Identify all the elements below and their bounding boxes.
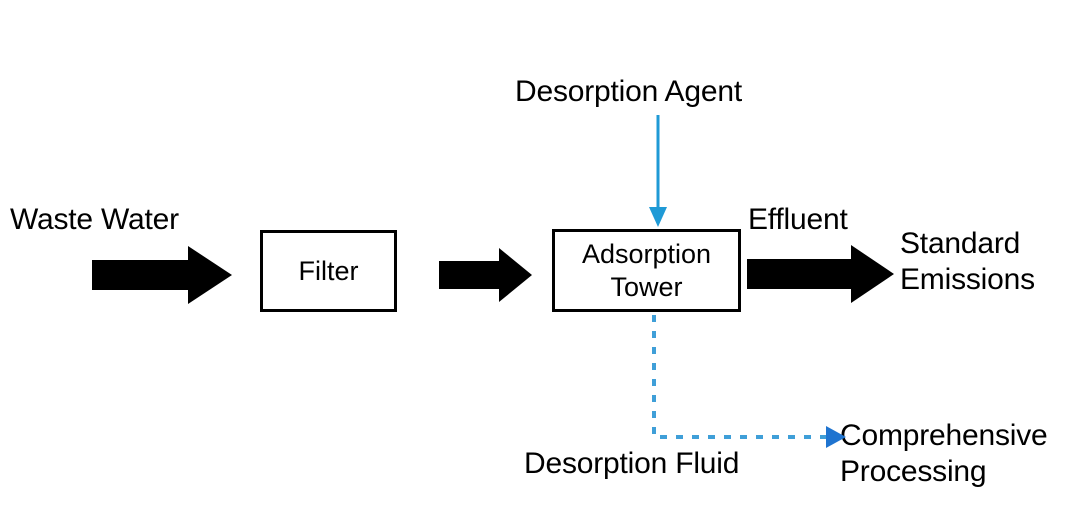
flow-path-desorption-fluid [646, 313, 846, 448]
label-effluent: Effluent [748, 203, 848, 236]
box-filter[interactable]: Filter [260, 230, 397, 312]
box-adsorption-tower-label: Adsorption Tower [581, 238, 712, 302]
label-desorption-fluid: Desorption Fluid [524, 447, 740, 480]
label-comprehensive-processing: Comprehensive Processing [840, 419, 1048, 488]
flow-arrow-outlet [747, 245, 894, 303]
label-waste-water: Waste Water [10, 203, 179, 236]
label-desorption-agent: Desorption Agent [515, 75, 742, 108]
flow-arrow-desorption-agent [646, 115, 670, 227]
flow-arrow-inlet [92, 246, 232, 304]
box-adsorption-tower[interactable]: Adsorption Tower [552, 229, 741, 312]
box-filter-label: Filter [298, 255, 359, 286]
flow-arrow-mid [439, 248, 532, 302]
label-standard-emissions: Standard Emissions [900, 227, 1035, 296]
